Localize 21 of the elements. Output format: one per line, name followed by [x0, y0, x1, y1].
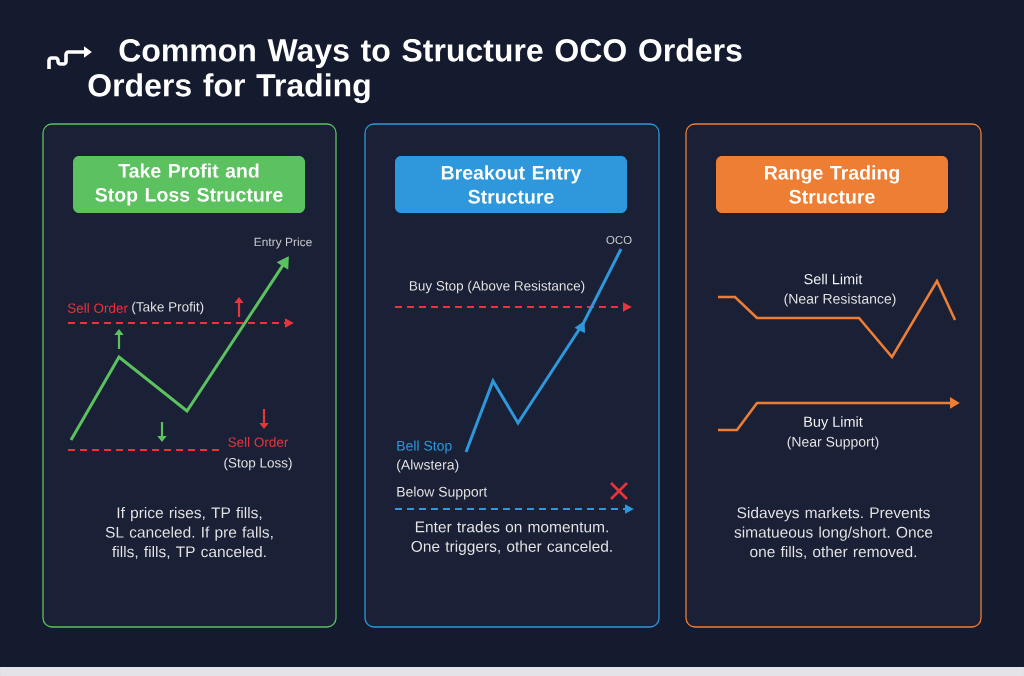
order-label: (Near Resistance)	[784, 293, 896, 307]
order-label: (Stop Loss)	[224, 457, 292, 471]
header-banner: Take Profit and Stop Loss Structure	[73, 156, 305, 213]
header-banner: Breakout Entry Structure	[395, 156, 627, 213]
order-label: Below Support	[397, 486, 488, 500]
description-text: If price rises, TP fills, SL canceled. If pre falls, fills, fills, TP canceled.	[105, 506, 273, 560]
order-label: (Near Support)	[787, 436, 879, 450]
chart-label: Entry Price	[254, 237, 312, 249]
description-text: Enter trades on momentum. One triggers, other canceled.	[411, 521, 612, 555]
description-text: Sidaveys markets. Prevents simatueous long/short. Once one fills, other removed.	[734, 506, 933, 560]
chart-label: OCO	[606, 235, 632, 245]
order-label: (Take Profit)	[132, 301, 204, 315]
header-banner: Range Trading Structure	[716, 156, 948, 213]
order-label: Sell Order	[67, 303, 128, 313]
order-label: (Alwstera)	[397, 459, 459, 473]
order-label: Buy Limit	[804, 416, 863, 430]
title: Common Ways to Structure OCO Orders Orders for Trading	[88, 38, 742, 104]
order-label: Bell Stop	[397, 440, 452, 454]
order-label: Sell Limit	[804, 273, 863, 285]
order-label: Sell Order	[228, 437, 289, 447]
order-label: Buy Stop (Above Resistance)	[409, 280, 585, 294]
